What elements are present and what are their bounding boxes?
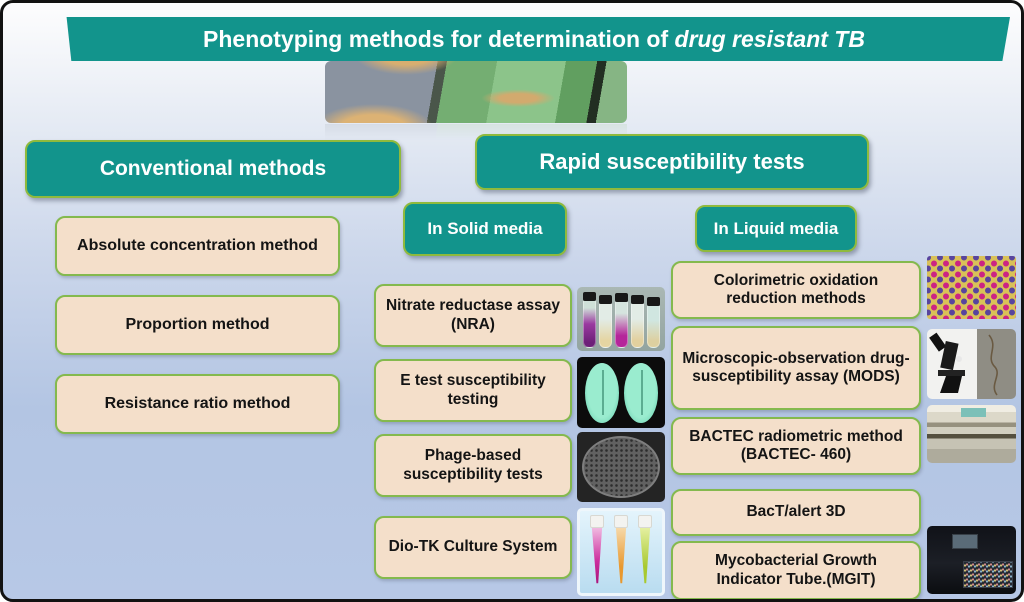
culture-plate-icon [584, 362, 619, 423]
title-text-italic: drug resistant TB [674, 25, 865, 52]
test-tube-icon [614, 293, 628, 348]
bactec-460-machine-photo [927, 405, 1016, 463]
box-phage-based-tests: Phage-based susceptibility tests [374, 434, 572, 497]
petri-dish-icon [582, 436, 660, 498]
conical-tube-icon [590, 515, 605, 588]
box-bactalert-3d: BacT/alert 3D [671, 489, 921, 536]
mods-microscope-photo [927, 329, 1016, 399]
diotk-tubes-photo [577, 508, 665, 596]
culture-bottle-photo [325, 61, 627, 123]
box-diotk-culture-system: Dio-TK Culture System [374, 516, 572, 579]
test-tube-icon [582, 292, 596, 348]
phage-plaque-plate-photo [577, 432, 665, 502]
culture-plate-icon [623, 362, 658, 423]
etest-culture-plates-photo [577, 357, 665, 428]
box-mgit: Mycobacterial Growth Indicator Tube.(MGI… [671, 541, 921, 599]
box-colorimetric-oxidation-reduction: Colorimetric oxidation reduction methods [671, 261, 921, 319]
title-text: Phenotyping methods for determination of [203, 25, 669, 52]
test-tube-icon [646, 297, 660, 348]
box-proportion-method: Proportion method [55, 295, 340, 355]
test-tube-icon [598, 295, 612, 348]
nra-test-tubes-photo [577, 287, 665, 351]
microscope-icon [927, 329, 1016, 399]
box-absolute-concentration-method: Absolute concentration method [55, 216, 340, 276]
box-bactec-radiometric-method: BACTEC radiometric method (BACTEC- 460) [671, 417, 921, 475]
bactalert-3d-instrument-photo [927, 526, 1016, 594]
box-resistance-ratio-method: Resistance ratio method [55, 374, 340, 434]
test-tube-icon [630, 295, 644, 348]
rapid-susceptibility-tests-header: Rapid susceptibility tests [475, 134, 869, 190]
bottle-drawer-icon [963, 561, 1014, 588]
instrument-screen-icon [951, 534, 978, 550]
conventional-methods-header: Conventional methods [25, 140, 401, 198]
box-e-test-susceptibility: E test susceptibility testing [374, 359, 572, 422]
diagram-title: Phenotyping methods for determination of… [66, 17, 1010, 61]
colorimetric-microplate-photo [927, 256, 1016, 319]
conical-tube-icon [638, 515, 653, 588]
in-solid-media-header: In Solid media [403, 202, 567, 256]
conical-tube-icon [614, 515, 629, 588]
in-liquid-media-header: In Liquid media [695, 205, 857, 252]
box-mods-assay: Microscopic-observation drug-susceptibil… [671, 326, 921, 410]
box-nitrate-reductase-assay: Nitrate reductase assay (NRA) [374, 284, 572, 347]
